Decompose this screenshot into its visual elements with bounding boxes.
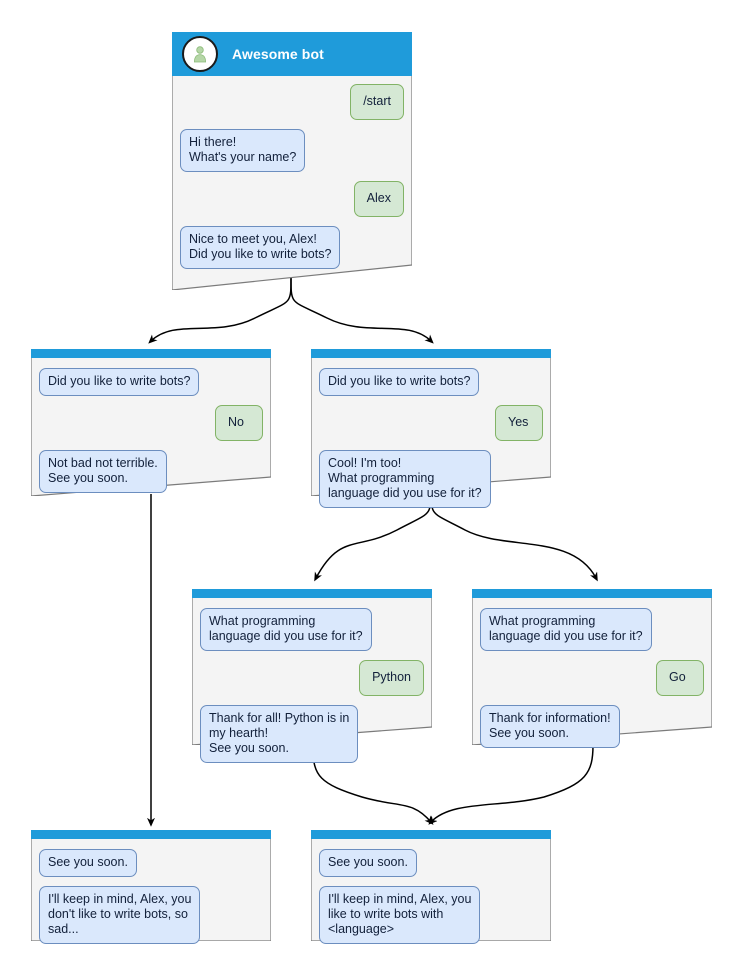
user-message-bubble[interactable]: /start (350, 84, 404, 120)
message-row: No (39, 405, 263, 441)
message-row: I'll keep in mind, Alex, you like to wri… (319, 886, 543, 944)
bot-message-bubble[interactable]: Thank for all! Python is in my hearth! S… (200, 705, 359, 763)
chat-node-end-sad[interactable]: See you soon. I'll keep in mind, Alex, y… (31, 830, 271, 944)
chat-area-no-branch: Did you like to write bots? No Not bad n… (31, 358, 271, 502)
bot-message-bubble[interactable]: What programming language did you use fo… (480, 608, 652, 651)
person-glyph-icon (193, 46, 207, 63)
user-message-bubble[interactable]: Python (359, 660, 424, 696)
message-row: /start (180, 84, 404, 120)
chat-node-go-branch[interactable]: What programming language did you use fo… (472, 589, 712, 748)
chat-area-end-sad: See you soon. I'll keep in mind, Alex, y… (31, 839, 271, 953)
bot-message-bubble[interactable]: Did you like to write bots? (39, 368, 200, 396)
message-row: Thank for all! Python is in my hearth! S… (200, 705, 424, 763)
chat-area-root: /start Hi there! What's your name? Alex … (172, 76, 412, 278)
chat-area-yes-branch: Did you like to write bots? Yes Cool! I'… (311, 358, 551, 517)
chat-area-python-branch: What programming language did you use fo… (192, 598, 432, 772)
node-content-end-sad: See you soon. I'll keep in mind, Alex, y… (31, 830, 271, 944)
user-message-bubble[interactable]: Go (656, 660, 704, 696)
message-row: What programming language did you use fo… (200, 608, 424, 651)
bot-message-bubble[interactable]: Did you like to write bots? (319, 368, 480, 396)
chat-node-end-happy[interactable]: See you soon. I'll keep in mind, Alex, y… (311, 830, 551, 944)
chat-node-python-branch[interactable]: What programming language did you use fo… (192, 589, 432, 763)
message-row: Yes (319, 405, 543, 441)
message-row: I'll keep in mind, Alex, you don't like … (39, 886, 263, 944)
message-row: Hi there! What's your name? (180, 129, 404, 172)
bot-message-bubble[interactable]: I'll keep in mind, Alex, you don't like … (39, 886, 201, 944)
node-content-yes-branch: Did you like to write bots? Yes Cool! I'… (311, 349, 551, 508)
node-titlebar-root: Awesome bot (172, 32, 412, 76)
node-titlebar-go-branch (472, 589, 712, 598)
user-message-bubble[interactable]: No (215, 405, 263, 441)
message-row: Go (480, 660, 704, 696)
node-titlebar-no-branch (31, 349, 271, 358)
chat-area-end-happy: See you soon. I'll keep in mind, Alex, y… (311, 839, 551, 953)
bot-message-bubble[interactable]: Nice to meet you, Alex! Did you like to … (180, 226, 341, 269)
message-row: Did you like to write bots? (319, 368, 543, 396)
user-message-bubble[interactable]: Alex (353, 181, 404, 217)
node-content-end-happy: See you soon. I'll keep in mind, Alex, y… (311, 830, 551, 944)
node-title-root: Awesome bot (232, 46, 324, 62)
bot-message-bubble[interactable]: See you soon. (39, 849, 137, 877)
message-row: What programming language did you use fo… (480, 608, 704, 651)
bot-message-bubble[interactable]: Thank for information! See you soon. (480, 705, 620, 748)
node-titlebar-yes-branch (311, 349, 551, 358)
message-row: Nice to meet you, Alex! Did you like to … (180, 226, 404, 269)
message-row: Python (200, 660, 424, 696)
bot-message-bubble[interactable]: I'll keep in mind, Alex, you like to wri… (319, 886, 481, 944)
node-titlebar-end-sad (31, 830, 271, 839)
node-content-root: Awesome bot /start Hi there! What's your… (172, 32, 412, 290)
chat-node-root[interactable]: Awesome bot /start Hi there! What's your… (172, 32, 412, 290)
message-row: Cool! I'm too! What programming language… (319, 450, 543, 508)
person-avatar-icon (182, 36, 218, 72)
node-content-python-branch: What programming language did you use fo… (192, 589, 432, 763)
bot-message-bubble[interactable]: Cool! I'm too! What programming language… (319, 450, 491, 508)
message-row: Did you like to write bots? (39, 368, 263, 396)
message-row: See you soon. (319, 849, 543, 877)
node-content-no-branch: Did you like to write bots? No Not bad n… (31, 349, 271, 496)
message-row: Thank for information! See you soon. (480, 705, 704, 748)
user-message-bubble[interactable]: Yes (495, 405, 543, 441)
bot-message-bubble[interactable]: Hi there! What's your name? (180, 129, 306, 172)
chat-node-no-branch[interactable]: Did you like to write bots? No Not bad n… (31, 349, 271, 496)
node-titlebar-end-happy (311, 830, 551, 839)
bot-message-bubble[interactable]: Not bad not terrible. See you soon. (39, 450, 167, 493)
bot-message-bubble[interactable]: What programming language did you use fo… (200, 608, 372, 651)
bot-message-bubble[interactable]: See you soon. (319, 849, 417, 877)
message-row: See you soon. (39, 849, 263, 877)
chat-node-yes-branch[interactable]: Did you like to write bots? Yes Cool! I'… (311, 349, 551, 508)
node-titlebar-python-branch (192, 589, 432, 598)
message-row: Alex (180, 181, 404, 217)
chat-area-go-branch: What programming language did you use fo… (472, 598, 712, 757)
message-row: Not bad not terrible. See you soon. (39, 450, 263, 493)
node-content-go-branch: What programming language did you use fo… (472, 589, 712, 748)
